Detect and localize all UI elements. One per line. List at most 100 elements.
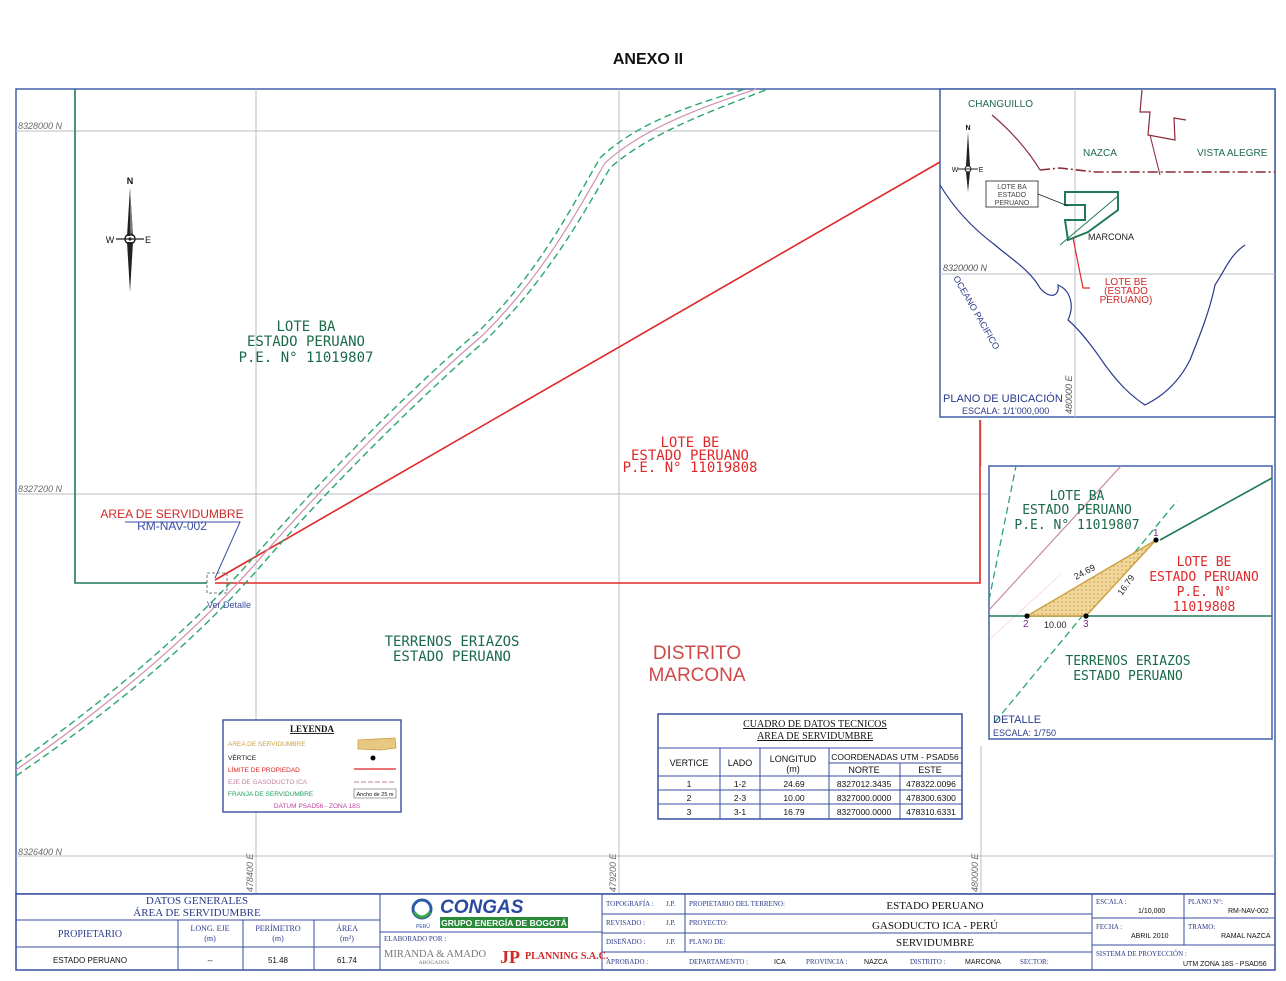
legend-title: LEYENDA <box>290 724 335 734</box>
miranda-amado-logo: MIRANDA & AMADO ABOGADOS <box>384 949 487 966</box>
table-cell: 2 <box>687 793 692 803</box>
th-area: ÁREA <box>336 923 358 933</box>
table-cell: 1-2 <box>734 779 747 789</box>
grid-label-north: 8326400 N <box>18 847 63 857</box>
svg-text:PERÚ: PERÚ <box>416 923 430 930</box>
lote-ba-boundary <box>74 89 207 584</box>
jp-planning-logo: JP PLANNING S.A.C. <box>500 947 609 967</box>
table-cell: 16.79 <box>783 807 805 817</box>
th-vertice: VERTICE <box>670 758 709 768</box>
th-coordenadas: COORDENADAS UTM - PSAD56 <box>831 752 959 762</box>
escala-label: ESCALA : <box>1096 898 1127 906</box>
plano-de-label: PLANO DE: <box>689 938 725 946</box>
svg-text:ESTADO: ESTADO <box>998 192 1027 199</box>
tramo-label: TRAMO: <box>1188 923 1215 931</box>
prop-terreno-label: PROPIETARIO DEL TERRENO: <box>689 900 785 908</box>
svg-text:W: W <box>106 235 115 245</box>
svg-text:(m): (m) <box>204 934 216 943</box>
th-longitud: LONGITUD <box>770 754 817 764</box>
table-cell: 1 <box>687 779 692 789</box>
servidumbre-label: AREA DE SERVIDUMBRE <box>100 507 243 521</box>
propietario-value: ESTADO PERUANO <box>53 956 127 965</box>
detail-lote-be: LOTE BE <box>1177 555 1232 570</box>
legend: LEYENDA AREA DE SERVIDUMBRE VÉRTICE LÍMI… <box>222 719 402 813</box>
page-title: ANEXO II <box>613 51 683 68</box>
grid-label-east: 478400 E <box>245 852 255 892</box>
detail-scale: ESCALA: 1/750 <box>993 728 1056 738</box>
table-cell: 478300.6300 <box>906 793 956 803</box>
fecha-value: ABRIL 2010 <box>1131 933 1169 940</box>
lote-be-boundary <box>215 420 981 584</box>
svg-text:(ESTADO: (ESTADO <box>1104 286 1148 297</box>
location-map-scale: ESCALA: 1/1'000,000 <box>962 406 1049 416</box>
vertex-1: 1 <box>1153 528 1159 539</box>
table-cell: 8327000.0000 <box>837 793 892 803</box>
table-cell: 478322.0096 <box>906 779 956 789</box>
sistema-label: SISTEMA DE PROYECCIÓN : <box>1096 950 1187 958</box>
departamento-value: ICA <box>774 959 786 966</box>
legend-item: LÍMITE DE PROPIEDAD <box>228 765 300 774</box>
aprobado-label: APROBADO : <box>606 958 648 966</box>
escala-value: 1/10,000 <box>1138 908 1165 915</box>
distrito-tb-label: DISTRITO : <box>910 958 946 966</box>
th-lado: LADO <box>728 758 753 768</box>
changuillo-label: CHANGUILLO <box>968 99 1033 110</box>
table-cell: 24.69 <box>783 779 805 789</box>
prop-terreno-value: ESTADO PERUANO <box>886 900 983 912</box>
gas-pipeline-corridor <box>15 88 769 777</box>
marcona-label: MARCONA <box>1088 232 1134 242</box>
table-cell: 2-3 <box>734 793 747 803</box>
legend-item: FRANJA DE SERVIDUMBRE <box>228 791 314 798</box>
grid-label-east: 479200 E <box>608 852 618 892</box>
servidumbre-code: RM-NAV-002 <box>137 519 207 533</box>
long-eje-value: -- <box>207 956 213 965</box>
svg-text:E: E <box>979 167 984 174</box>
lote-be-registry: P.E. N° 11019808 <box>623 460 758 476</box>
datos-subtitle: ÁREA DE SERVIDUMBRE <box>133 907 261 919</box>
svg-text:MIRANDA & AMADO: MIRANDA & AMADO <box>384 949 487 960</box>
congas-logo: CONGAS PERÚ GRUPO ENERGÍA DE BOGOTÁ <box>411 897 568 930</box>
terrenos-owner: ESTADO PERUANO <box>393 649 511 665</box>
legend-item: AREA DE SERVIDUMBRE <box>228 741 306 748</box>
svg-text:ABOGADOS: ABOGADOS <box>419 960 450 966</box>
provincia-label: PROVINCIA : <box>806 958 847 966</box>
table-cell: 8327012.3435 <box>837 779 892 789</box>
svg-text:GRUPO ENERGÍA DE BOGOTÁ: GRUPO ENERGÍA DE BOGOTÁ <box>441 918 567 928</box>
grid-label-east: 480000 E <box>970 852 980 892</box>
th-este: ESTE <box>918 765 942 775</box>
title-block: DATOS GENERALES ÁREA DE SERVIDUMBRE PROP… <box>15 893 1276 971</box>
sector-label: SECTOR: <box>1020 958 1049 966</box>
lote-ba-registry: P.E. N° 11019807 <box>239 350 374 366</box>
side-2-3: 10.00 <box>1044 620 1067 630</box>
ver-detalle-label[interactable]: Ver Detalle <box>207 600 251 610</box>
grid-label-north: 8327200 N <box>18 484 63 494</box>
location-east-label: 480000 E <box>1064 374 1074 414</box>
table-title: CUADRO DE DATOS TECNICOS <box>743 719 887 730</box>
th-long-eje: LONG. EJE <box>190 924 229 933</box>
terrenos-name: TERRENOS ERIAZOS <box>385 634 520 650</box>
nazca-label: NAZCA <box>1083 148 1117 159</box>
vertex-2: 2 <box>1023 619 1029 630</box>
svg-text:ESTADO PERUANO: ESTADO PERUANO <box>1073 669 1183 684</box>
topografia-value: J.P. <box>666 900 676 908</box>
location-map-title: PLANO DE UBICACIÓN <box>943 392 1063 405</box>
svg-text:ESTADO PERUANO: ESTADO PERUANO <box>1022 503 1132 518</box>
area-value: 61.74 <box>337 956 358 965</box>
svg-text:JP: JP <box>500 947 520 967</box>
distrito-name: MARCONA <box>648 665 745 686</box>
lote-ba-owner: ESTADO PERUANO <box>247 334 365 350</box>
table-cell: 3-1 <box>734 807 747 817</box>
svg-text:PLANNING S.A.C.: PLANNING S.A.C. <box>525 951 609 962</box>
svg-text:W: W <box>952 167 959 174</box>
compass-icon: N W E <box>106 176 151 292</box>
location-north-label: 8320000 N <box>943 263 988 273</box>
table-cell: 3 <box>687 807 692 817</box>
servidumbre-leader <box>125 521 241 579</box>
svg-text:N: N <box>127 176 134 186</box>
table-cell: 10.00 <box>783 793 805 803</box>
vertex-3: 3 <box>1083 619 1089 630</box>
svg-text:PERUANO): PERUANO) <box>1100 295 1153 306</box>
legend-ancho: Ancho de 25 m <box>357 792 394 798</box>
detail-lote-ba: LOTE BA <box>1050 489 1105 504</box>
legend-item: EJE DE GASODUCTO ICA <box>228 779 308 786</box>
